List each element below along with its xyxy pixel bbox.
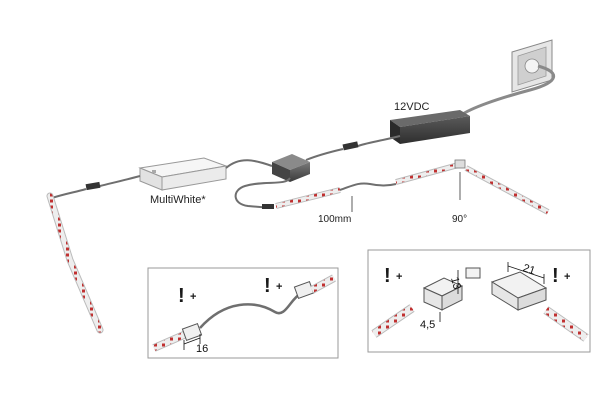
left-inline-connector xyxy=(85,181,101,191)
controller-label: MultiWhite* xyxy=(150,194,206,206)
right-panel-plus-icon-left: + xyxy=(396,271,402,283)
driver-output-cable xyxy=(357,135,401,147)
link-cable-100mm xyxy=(339,182,397,191)
multiwhite-controller xyxy=(138,157,228,191)
strip-entry-connector xyxy=(262,204,274,209)
hub-controller-cable xyxy=(225,159,273,169)
right-panel-warning-icon-left: ! xyxy=(384,265,391,287)
angle-label: 90° xyxy=(452,214,467,225)
hub-strip-cable xyxy=(234,177,291,209)
left-connector-cable xyxy=(51,188,87,199)
left-warning-icon: ! xyxy=(178,285,185,307)
detail-panel-left xyxy=(147,267,339,359)
wall-socket xyxy=(511,39,553,93)
left-plus-icon: + xyxy=(190,291,196,303)
right-plus-icon-left-panel: + xyxy=(276,281,282,293)
power-cable xyxy=(459,64,555,118)
dimension-13: 13 xyxy=(448,276,463,291)
controller-output-cable xyxy=(99,175,141,187)
length-label: 100mm xyxy=(318,214,351,225)
corner-connector xyxy=(454,159,466,169)
inline-connector xyxy=(342,141,359,151)
power-label: 12VDC xyxy=(394,101,430,113)
left-dimension-16: 16 xyxy=(196,343,208,355)
dimension-4-5: 4,5 xyxy=(420,319,435,331)
detail-panel-right xyxy=(367,249,591,353)
connector-hub-cable xyxy=(305,148,344,161)
dimension-21: 21 xyxy=(521,262,536,277)
right-panel-plus-icon-right: + xyxy=(564,271,570,283)
power-driver xyxy=(390,110,470,144)
right-panel-warning-icon-right: ! xyxy=(552,265,559,287)
right-warning-icon-left-panel: ! xyxy=(264,275,271,297)
distribution-hub xyxy=(272,154,310,182)
